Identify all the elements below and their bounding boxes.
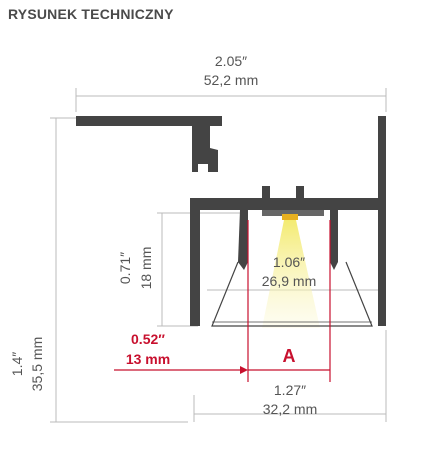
height-mm-label: 35,5 mm [29,337,45,391]
light-beam [262,220,320,328]
width-mm-label: 52,2 mm [204,72,258,88]
width-in-label: 2.05″ [215,53,247,69]
cover-mm-label: 26,9 mm [262,273,316,289]
slot-a-label: A [283,346,296,366]
page-title: RYSUNEK TECHNICZNY [8,6,174,22]
body-in-label: 1.27″ [274,382,306,398]
top-hook-right [296,186,304,200]
depth-in-label: 0.71″ [117,252,133,284]
depth-mm-label: 18 mm [138,247,154,290]
led-chip [282,214,298,220]
channel-floor [190,198,378,210]
top-flange [76,116,222,172]
cover-in-label: 1.06″ [273,254,305,270]
offset-in-label: 0.52″ [131,331,165,347]
inner-wall-left [238,210,248,270]
left-wall [190,198,200,326]
body-mm-label: 32,2 mm [263,401,317,417]
right-wall [378,116,386,326]
led-holder [262,210,324,216]
offset-markers [114,220,331,382]
height-in-label: 1.4″ [9,352,25,376]
inner-wall-right [330,210,338,270]
offset-mm-label: 13 mm [126,351,170,367]
top-hook-left [262,186,270,200]
offset-arrow [240,366,248,374]
aluminium-profile [76,116,386,326]
diffuser-outline [211,261,373,327]
